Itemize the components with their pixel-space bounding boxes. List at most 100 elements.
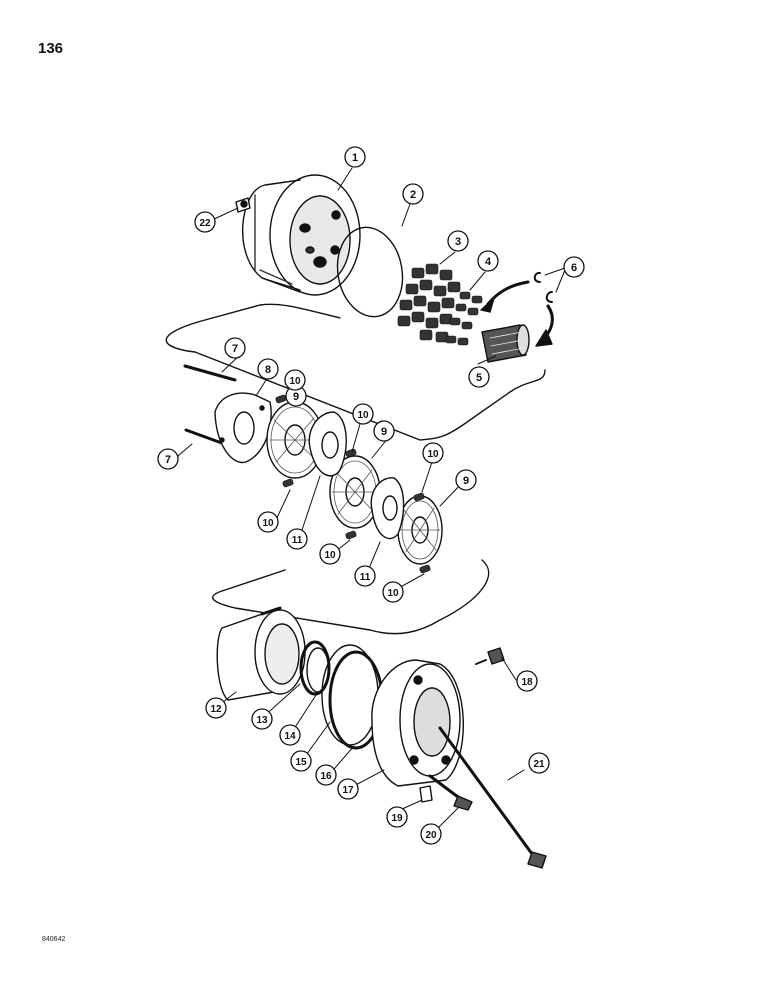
callout-circle [354,565,376,587]
callout-7b: 7 [157,448,179,470]
callout-20: 20 [420,823,442,845]
callout-circle [157,448,179,470]
figure-code: 840642 [42,936,66,943]
part-end-plate [214,392,272,464]
callout-label: 6 [571,262,577,274]
callout-label: 18 [521,677,533,688]
callout-label: 3 [455,236,461,248]
callout-circle [563,256,585,278]
callout-circle [286,528,308,550]
part-short-bolt [428,774,473,811]
part-friction-disc-3 [397,495,443,565]
callout-label: 9 [293,391,299,403]
callout-label: 22 [199,218,211,229]
callout-label: 21 [533,759,545,770]
callout-circle [352,403,374,425]
callout-label: 9 [381,426,387,438]
callout-16: 16 [315,764,337,786]
callout-label: 9 [463,475,469,487]
callout-circle [224,337,246,359]
callout-label: 15 [295,757,307,768]
callout-circle [315,764,337,786]
part-friction-disc-2 [329,455,381,529]
callout-label: 8 [265,364,271,376]
callout-22: 22 [194,211,216,233]
install-arrow-left [486,280,530,306]
part-carrier-housing [371,659,465,787]
callout-14: 14 [279,724,301,746]
callout-circle [257,358,279,380]
part-housing [242,174,361,296]
part-piston [216,606,306,701]
kit-outline-upper [165,303,546,441]
callout-circle [257,511,279,533]
callout-label: 13 [256,715,268,726]
callout-label: 1 [352,152,358,164]
callout-circle [447,230,469,252]
callout-circle [477,250,499,272]
callout-label: 20 [425,830,437,841]
callout-label: 7 [165,454,171,466]
callout-label: 11 [360,572,371,583]
callout-label: 16 [320,771,332,782]
part-separator-plate-1 [308,411,347,477]
callout-circle [386,806,408,828]
callout-circle [382,581,404,603]
part-long-bolt [438,726,547,869]
callout-label: 4 [485,256,492,268]
callout-1: 1 [344,146,366,168]
callout-15: 15 [290,750,312,772]
callout-12: 12 [205,697,227,719]
part-friction-disc-1 [266,401,324,479]
callout-label: 10 [324,550,336,561]
callout-21: 21 [528,752,550,774]
part-disc-springs [275,394,431,574]
callout-circle [205,697,227,719]
callout-10c: 10 [422,442,444,464]
callout-circle [290,750,312,772]
callout-label: 10 [387,588,399,599]
callout-10f: 10 [382,581,404,603]
callout-10d: 10 [257,511,279,533]
callout-label: 2 [410,189,416,201]
part-clip-lower [545,291,553,303]
callout-13: 13 [251,708,273,730]
callout-circle [373,420,395,442]
callout-6: 6 [563,256,585,278]
part-small-springs [445,291,483,346]
callout-2: 2 [402,183,424,205]
callout-label: 10 [262,518,274,529]
callout-9c: 9 [455,469,477,491]
callout-circle [284,369,306,391]
callout-10b: 10 [352,403,374,425]
callout-circle [516,670,538,692]
callout-10e: 10 [319,543,341,565]
callout-label: 14 [284,731,296,742]
callout-9b: 9 [373,420,395,442]
callout-label: 10 [289,376,301,387]
callout-circle [455,469,477,491]
callout-label: 19 [391,813,403,824]
part-separator-plate-2 [370,477,405,540]
page-number: 136 [38,40,64,57]
install-arrow-right-head [535,329,553,347]
part-splined-shaft [481,324,530,363]
callout-circle [319,543,341,565]
kit-outline-lower [212,559,490,635]
callout-label: 10 [427,449,439,460]
callout-circle [344,146,366,168]
callout-label: 5 [476,372,482,384]
part-dowel [419,785,433,803]
callout-label: 11 [292,535,303,546]
callout-circle [251,708,273,730]
callout-circle [402,183,424,205]
callout-5: 5 [468,366,490,388]
callout-circle [422,442,444,464]
callout-18: 18 [516,670,538,692]
callout-label: 17 [342,785,354,796]
part-pin-upper [183,364,237,382]
part-fitting [235,197,251,213]
callout-circle [420,823,442,845]
callout-circle [194,211,216,233]
